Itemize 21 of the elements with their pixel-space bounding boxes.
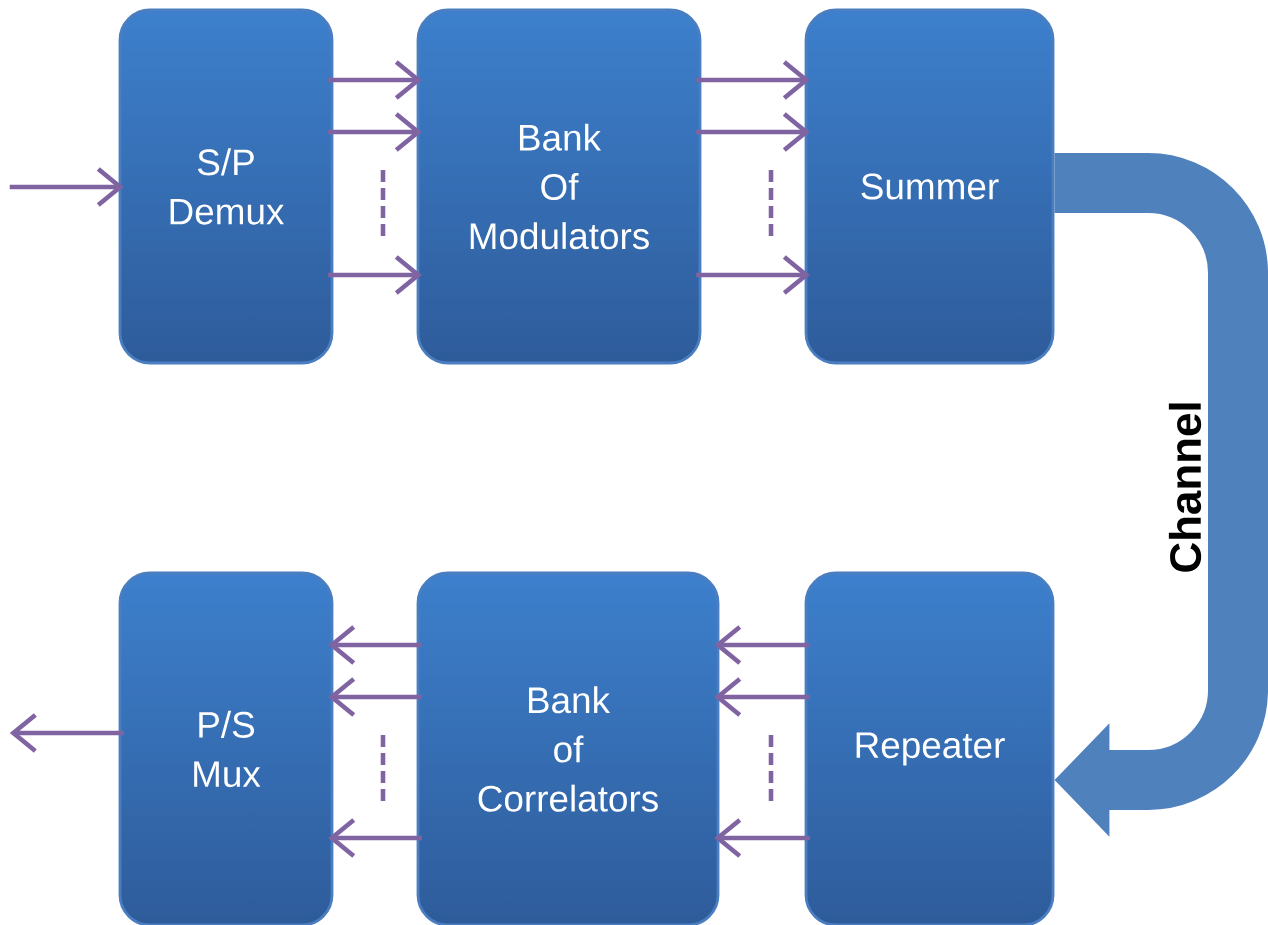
process-box: S/P Demux [118,8,334,365]
process-box: Bank of Correlators [416,571,720,925]
arrow [328,60,422,100]
arrow [714,625,810,665]
arrow [696,255,810,295]
arrow [328,112,422,152]
process-box: P/S Mux [118,571,334,925]
arrow [328,677,422,717]
process-box: Summer [804,8,1055,365]
arrow [328,818,422,858]
arrow [9,713,124,753]
process-box: Repeater [804,571,1055,925]
arrow [696,112,810,152]
process-box: Bank Of Modulators [416,8,702,365]
arrow [9,167,124,207]
arrow [328,625,422,665]
arrow [714,818,810,858]
arrow [328,255,422,295]
arrow [714,677,810,717]
edge-label: Channel [1168,403,1202,572]
arrow [696,60,810,100]
